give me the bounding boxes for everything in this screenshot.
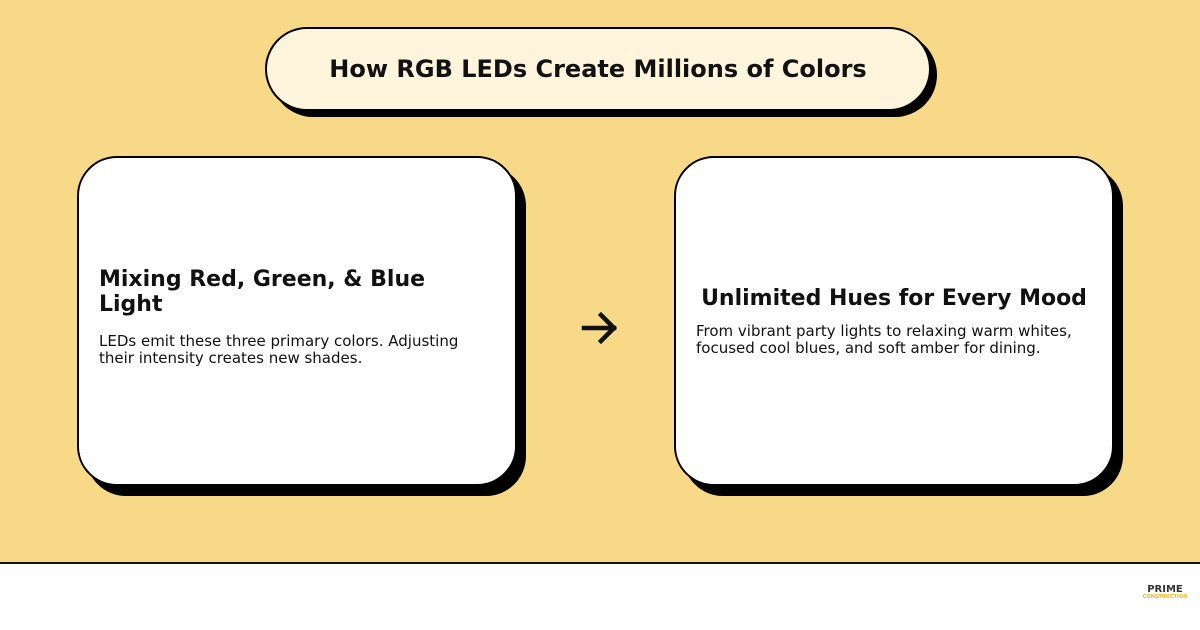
card-mixing: Mixing Red, Green, & Blue Light LEDs emi… <box>77 156 517 486</box>
card-body: From vibrant party lights to relaxing wa… <box>696 321 1072 357</box>
card-heading: Mixing Red, Green, & Blue Light <box>99 267 426 317</box>
title-pill: How RGB LEDs Create Millions of Colors <box>265 27 931 111</box>
card-heading: Unlimited Hues for Every Mood <box>701 285 1087 311</box>
page-title: How RGB LEDs Create Millions of Colors <box>329 55 867 83</box>
logo-name: PRIME <box>1147 584 1183 595</box>
card-body: LEDs emit these three primary colors. Ad… <box>99 332 459 367</box>
arrow-right-icon <box>581 311 618 345</box>
prime-construction-logo: PRIME CONSTRUCTION <box>1140 585 1190 600</box>
logo-sub: CONSTRUCTION <box>1142 594 1188 600</box>
card-hues: Unlimited Hues for Every Mood From vibra… <box>674 156 1114 486</box>
